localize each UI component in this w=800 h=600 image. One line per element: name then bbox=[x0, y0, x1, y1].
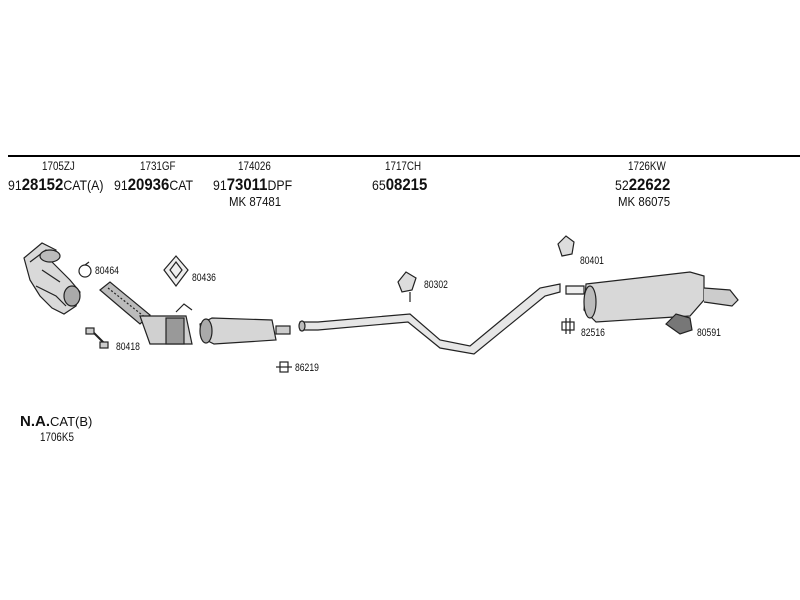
header-partnumber-2: 9120936CAT bbox=[114, 176, 193, 193]
rear-muffler-icon bbox=[565, 271, 739, 323]
gasket-80436-icon bbox=[163, 255, 189, 287]
callout-86219: 86219 bbox=[295, 362, 319, 374]
header-code-4: 1717CH bbox=[385, 159, 422, 173]
callout-80464: 80464 bbox=[95, 265, 119, 277]
pn-suffix: CAT(A) bbox=[63, 177, 104, 193]
pn-suffix: DPF bbox=[267, 177, 293, 193]
na-code: 1706K5 bbox=[40, 430, 74, 444]
dpf-icon bbox=[199, 317, 291, 345]
hanger-80302-icon bbox=[397, 271, 417, 302]
header-partnumber-3: 9173011DPF bbox=[213, 176, 292, 193]
na-label: N.A. bbox=[20, 413, 50, 430]
pn-main: 73011 bbox=[226, 175, 268, 194]
pn-main: 08215 bbox=[385, 175, 428, 194]
pn-prefix: 91 bbox=[114, 177, 128, 193]
callout-82516: 82516 bbox=[581, 327, 605, 339]
callout-80418: 80418 bbox=[116, 341, 140, 353]
bolt-80418-icon bbox=[85, 327, 109, 349]
rubber-mount-80591-icon bbox=[665, 313, 693, 335]
header-code-1: 1705ZJ bbox=[42, 159, 75, 173]
cat-label: CAT(B) bbox=[50, 414, 93, 429]
header-code-5: 1726KW bbox=[628, 159, 666, 173]
pn-main: 28152 bbox=[21, 175, 64, 194]
callout-80436: 80436 bbox=[192, 272, 216, 284]
header-mk-5: MK 86075 bbox=[618, 194, 671, 209]
pn-prefix: 52 bbox=[615, 177, 629, 193]
catalytic-converter-a-icon bbox=[23, 242, 81, 315]
header-partnumber-1: 9128152CAT(A) bbox=[8, 176, 103, 193]
header-partnumber-4: 6508215 bbox=[372, 176, 427, 193]
pn-main: 20936 bbox=[127, 175, 170, 194]
header-code-3: 174026 bbox=[238, 159, 271, 173]
callout-80591: 80591 bbox=[697, 327, 721, 339]
clamp-80464-icon bbox=[78, 261, 92, 278]
intermediate-pipe-icon bbox=[298, 283, 561, 355]
na-note: N.A.CAT(B) bbox=[20, 414, 92, 429]
header-mk-3: MK 87481 bbox=[229, 194, 282, 209]
clamp-86219-icon bbox=[276, 361, 292, 373]
callout-80302: 80302 bbox=[424, 279, 448, 291]
hanger-80401-icon bbox=[557, 235, 575, 257]
catalytic-converter-b-icon bbox=[99, 281, 193, 345]
pn-prefix: 91 bbox=[8, 177, 22, 193]
header-code-2: 1731GF bbox=[140, 159, 176, 173]
pn-suffix: CAT bbox=[169, 177, 194, 193]
pn-main: 22622 bbox=[628, 175, 671, 194]
callout-80401: 80401 bbox=[580, 255, 604, 267]
pn-prefix: 65 bbox=[372, 177, 386, 193]
header-partnumber-5: 5222622 bbox=[615, 176, 670, 193]
pn-prefix: 91 bbox=[213, 177, 227, 193]
clamp-82516-icon bbox=[561, 318, 575, 334]
